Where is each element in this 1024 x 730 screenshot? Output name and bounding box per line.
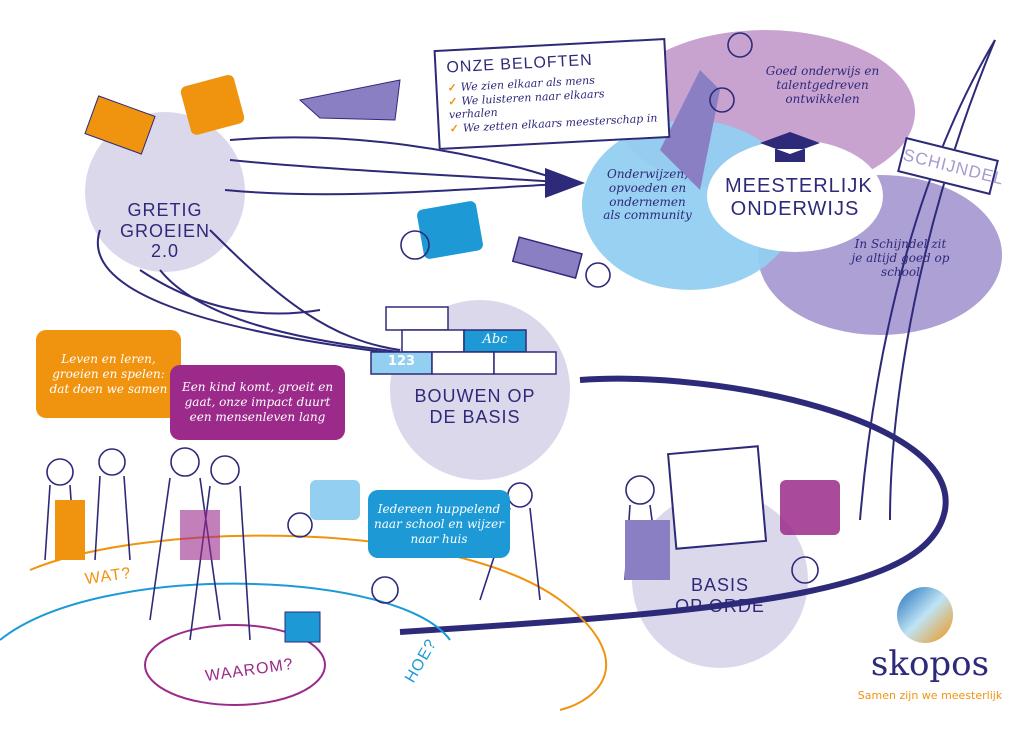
- skopos-logo-mark: [897, 587, 953, 643]
- graduation-cap-icon: [760, 132, 820, 162]
- child-dress-orange: [55, 500, 85, 560]
- venn-right-text: In Schijndel zit je altijd goed op schoo…: [851, 237, 950, 279]
- promises-list: ✓We zien elkaar als mens ✓We luisteren n…: [447, 71, 658, 136]
- venn-center-ellipse: [707, 140, 883, 252]
- center-title: MEESTERLIJK ONDERWIJS: [725, 175, 873, 221]
- purple-speech-bubble: Een kind komt, groeit en gaat, onze impa…: [170, 365, 345, 440]
- plant-stem: [889, 39, 996, 521]
- book-icon: [84, 95, 156, 155]
- wat-ground-line: [29, 534, 608, 711]
- road-line: [399, 375, 949, 635]
- puzzle-purple-icon: [780, 480, 840, 535]
- waarom-ellipse: [144, 624, 326, 706]
- planner-icon: [666, 445, 768, 550]
- flying-cape: [298, 79, 401, 121]
- orange-speech-bubble: Leven en leren, groeien en spelen: dat d…: [36, 330, 181, 418]
- center-title-line2: ONDERWIJS: [730, 198, 860, 220]
- puzzle-blue-icon: [417, 201, 483, 259]
- gretig-line2: GROEIEN 2.0: [119, 220, 210, 262]
- block-letters: Abc: [482, 332, 508, 347]
- check-icon: ✓: [447, 94, 458, 109]
- gretig-groeien-title: GRETIG GROEIEN 2.0: [105, 200, 225, 262]
- gretig-circle: [85, 112, 245, 272]
- main-arrow: [545, 168, 585, 198]
- skopos-logo-name: skopos: [870, 644, 990, 684]
- schoolbag-icon: [284, 611, 321, 643]
- gretig-line1: GRETIG: [127, 200, 203, 220]
- promises-card: ONZE BELOFTEN ✓We zien elkaar als mens ✓…: [433, 37, 671, 151]
- skopos-tagline: Samen zijn we meesterlijk: [857, 689, 1003, 702]
- venn-left-text: Onderwijzen, opvoeden en ondernemen als …: [603, 167, 692, 223]
- flow-lines: [97, 136, 561, 355]
- check-icon: ✓: [447, 80, 458, 95]
- basis-line2: OP ORDE: [675, 595, 765, 616]
- check-icon: ✓: [449, 121, 460, 136]
- puzzle-lightblue-icon: [310, 480, 360, 520]
- blue-speech-bubble: Iedereen huppelend naar school en wijzer…: [368, 490, 510, 558]
- plant-stem: [859, 39, 996, 521]
- block-numbers: 123: [387, 354, 416, 369]
- puzzle-orange-icon: [180, 74, 245, 135]
- bouwen-line2: DE BASIS: [429, 406, 521, 427]
- hoe-ground-line: [0, 582, 451, 641]
- venn-top-text: Goed onderwijs en talentgedreven ontwikk…: [765, 64, 880, 106]
- building-blocks: [370, 236, 583, 375]
- hero-cape: [660, 70, 720, 190]
- bouwen-title: BOUWEN OP DE BASIS: [410, 386, 540, 427]
- center-title-line1: MEESTERLIJK: [725, 175, 873, 197]
- teacher-body: [625, 520, 670, 580]
- basis-line1: BASIS: [690, 575, 750, 595]
- basis-op-orde-title: BASIS OP ORDE: [670, 575, 770, 616]
- bouwen-line1: BOUWEN OP: [414, 386, 536, 406]
- child-shirt-purple: [180, 510, 220, 560]
